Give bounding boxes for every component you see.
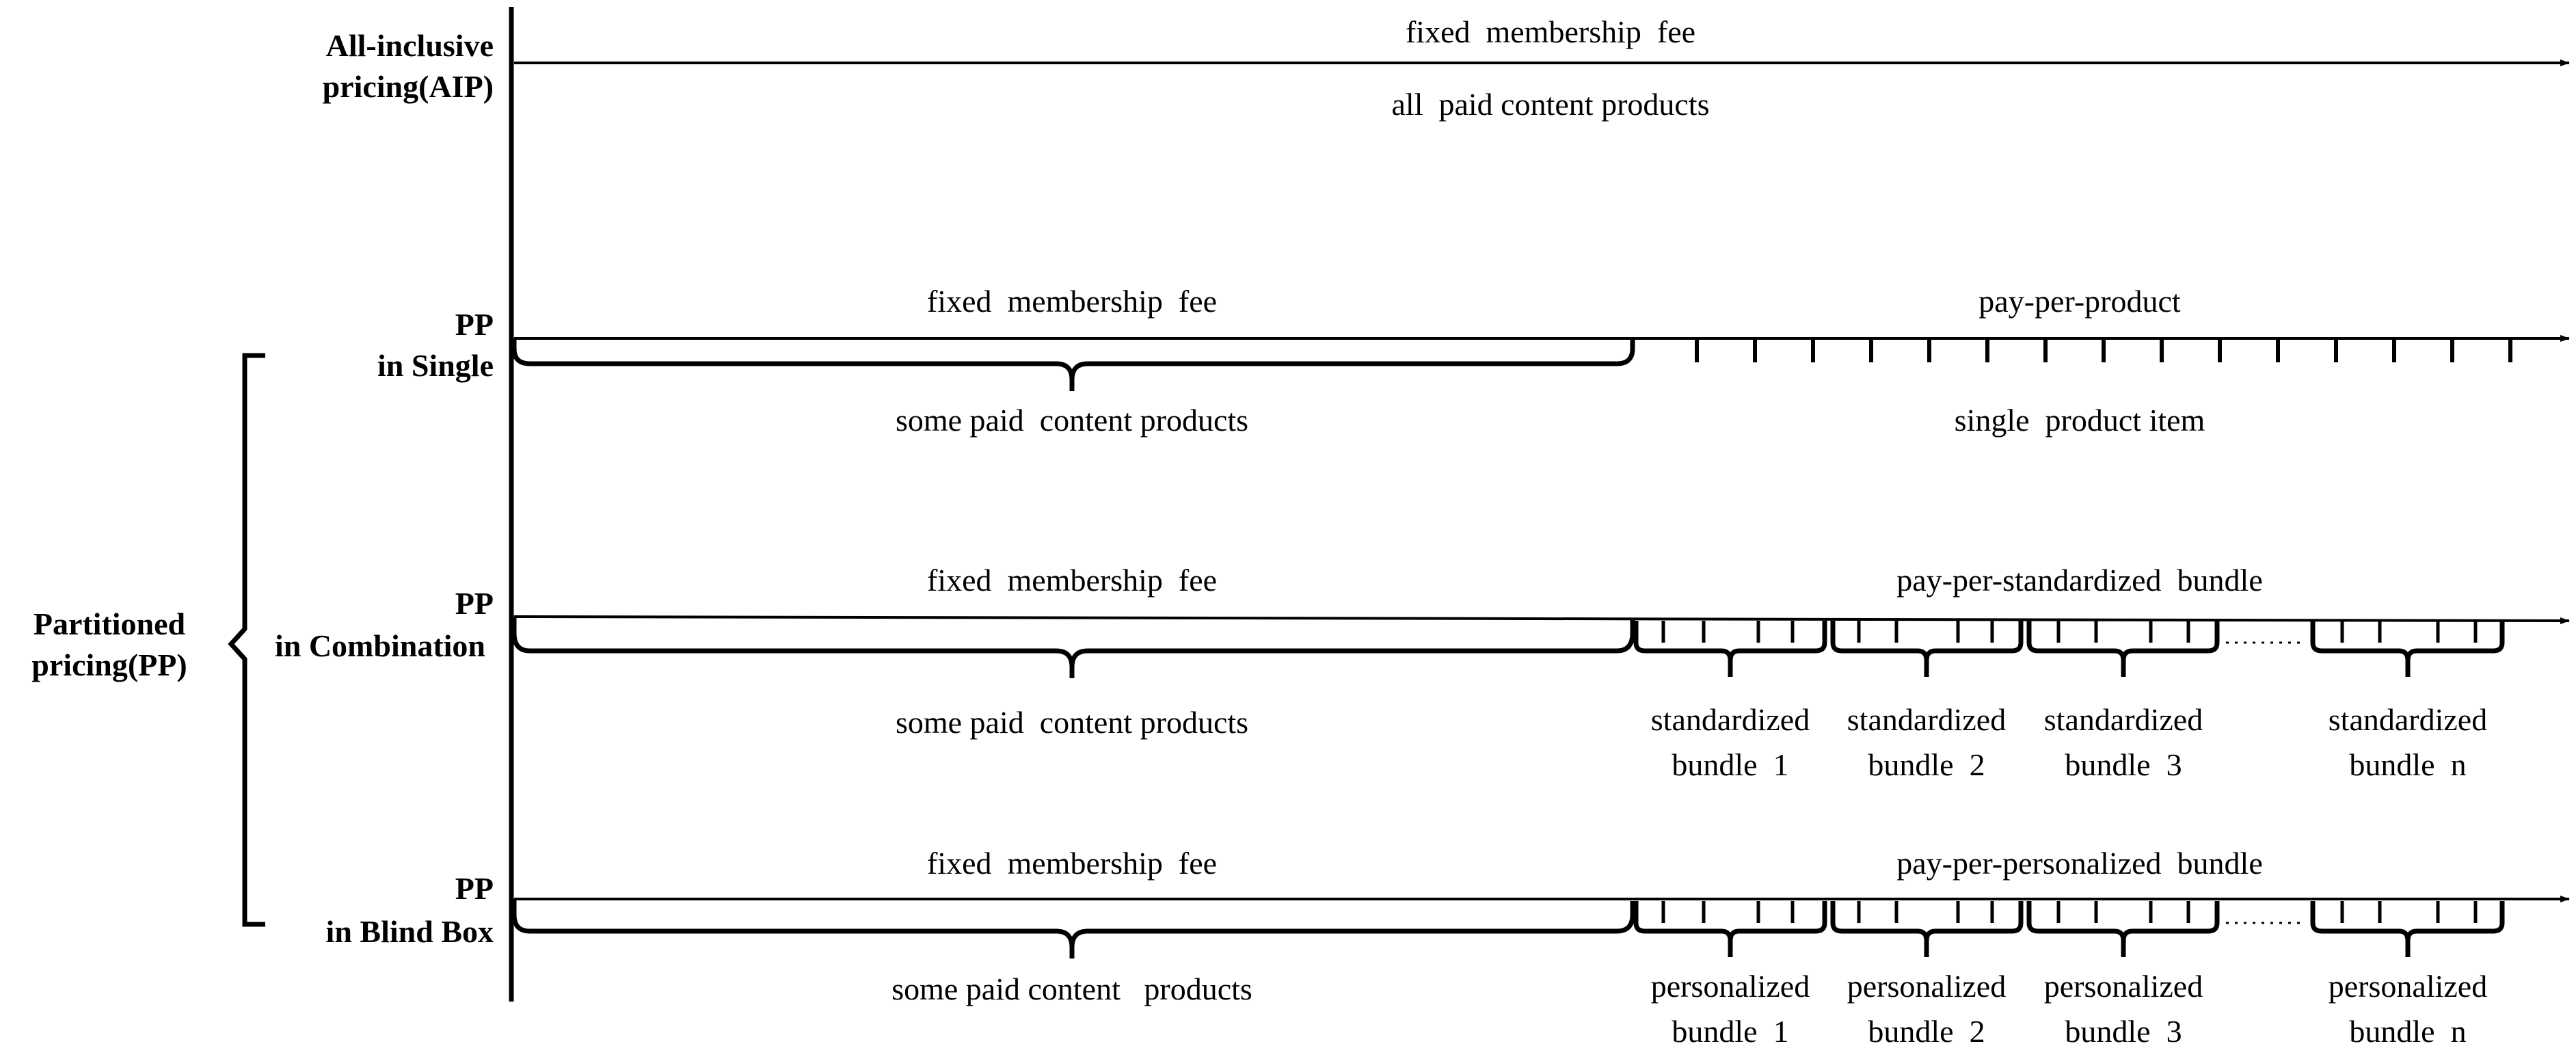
bundle-label-line1: standardized [2329, 702, 2487, 737]
combination-fee-text: fixed membership fee [927, 563, 1217, 598]
single-label-line1: PP [455, 307, 494, 342]
blindbox-bundle-brackets [1633, 901, 2505, 957]
group-label-line1: Partitioned [33, 606, 186, 641]
group-label-line2: pricing(PP) [31, 647, 187, 682]
combination-bundle-labels: standardized bundle 1 standardized bundl… [1651, 702, 2487, 782]
combination-label-line1: PP [455, 586, 494, 621]
bundle-label-line2: bundle n [2349, 747, 2466, 782]
single-right-bottom: single product item [1955, 403, 2205, 438]
bundle-bracket [2310, 901, 2505, 957]
bundle-label-line2: bundle 3 [2065, 747, 2182, 782]
combination-item-ticks [1661, 621, 2478, 643]
single-fee-brace [511, 338, 1635, 391]
blindbox-label-line1: PP [455, 871, 494, 906]
bundle-label-line2: bundle 3 [2065, 1014, 2182, 1049]
bundle-label-line2: bundle 1 [1672, 747, 1788, 782]
combination-bundle-brackets [1633, 621, 2505, 677]
blindbox-label-line2: in Blind Box [326, 914, 494, 949]
bundle-bracket [2026, 621, 2220, 677]
bundle-bracket [1830, 621, 2024, 677]
bundle-label-line2: bundle 2 [1868, 1014, 1985, 1049]
combination-fee-brace [511, 617, 1635, 678]
blindbox-fee-brace [511, 899, 1635, 959]
aip-top-text: fixed membership fee [1406, 14, 1695, 49]
single-fee-text: fixed membership fee [927, 284, 1217, 319]
single-fee-bottom: some paid content products [896, 403, 1248, 438]
aip-bottom-text: all paid content products [1392, 87, 1710, 122]
bundle-label-line1: standardized [1651, 702, 1810, 737]
bundle-bracket [1830, 901, 2024, 957]
combination-label-line2: in Combination [275, 628, 485, 663]
bundle-bracket [2310, 621, 2505, 677]
combination-arrow [513, 615, 2570, 624]
combination-fee-bottom: some paid content products [896, 705, 1248, 740]
blindbox-fee-bottom: some paid content products [891, 971, 1252, 1006]
blindbox-right-top: pay-per-personalized bundle [1896, 846, 2263, 881]
blindbox-fee-text: fixed membership fee [927, 846, 1217, 881]
combination-right-top: pay-per-standardized bundle [1896, 563, 2263, 598]
partitioned-brace [228, 353, 265, 927]
aip-label-line1: All-inclusive [326, 28, 494, 63]
bundle-label-line1: personalized [2329, 969, 2487, 1004]
bundle-label-line2: bundle 2 [1868, 747, 1985, 782]
bundle-label-line2: bundle n [2349, 1014, 2466, 1049]
blindbox-bundle-labels: personalized bundle 1 personalized bundl… [1651, 969, 2487, 1049]
bundle-label-line1: standardized [1847, 702, 2006, 737]
bundle-bracket [1633, 901, 1827, 957]
single-label-line2: in Single [377, 348, 494, 383]
single-right-top: pay-per-product [1978, 284, 2181, 319]
bundle-label-line1: personalized [1847, 969, 2006, 1004]
bundle-bracket [1633, 621, 1827, 677]
bundle-bracket [2026, 901, 2220, 957]
bundle-label-line2: bundle 1 [1672, 1014, 1788, 1049]
blindbox-item-ticks [1661, 901, 2478, 923]
bundle-label-line1: personalized [2044, 969, 2203, 1004]
aip-label-line2: pricing(AIP) [323, 69, 494, 104]
bundle-label-line1: standardized [2044, 702, 2203, 737]
single-product-ticks [1695, 338, 2512, 362]
bundle-label-line1: personalized [1651, 969, 1810, 1004]
